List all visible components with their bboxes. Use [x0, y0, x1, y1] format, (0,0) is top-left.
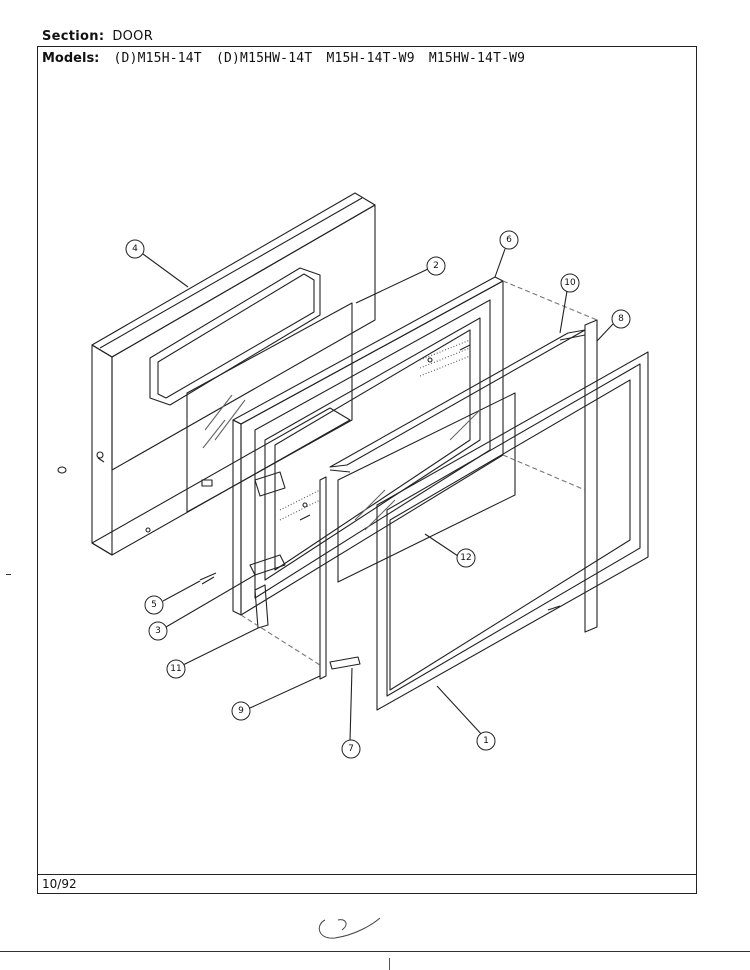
callout-6-label: 6 — [506, 235, 512, 245]
footer-date: 10/92 — [42, 877, 77, 891]
bracket-drawing — [249, 471, 286, 629]
callout-3: 3 — [148, 621, 168, 641]
outer-panel-drawing — [91, 192, 376, 556]
callout-11: 11 — [166, 659, 186, 679]
callout-1-label: 1 — [483, 736, 489, 746]
section-value: DOOR — [112, 29, 154, 44]
leader-lines — [142, 248, 614, 742]
model-4: M15HW-14T-W9 — [428, 51, 526, 66]
callout-7: 7 — [341, 739, 361, 759]
callout-5: 5 — [144, 595, 164, 615]
screw-drawing — [199, 572, 217, 585]
handwritten-mark — [318, 917, 381, 939]
bottom-tick-mark — [389, 958, 390, 970]
side-trim-drawing — [584, 319, 598, 633]
callout-7-label: 7 — [348, 744, 354, 754]
bottom-channel-drawing — [329, 656, 361, 670]
models-line: Models: (D)M15H-14T (D)M15HW-14T M15H-14… — [42, 51, 525, 66]
callout-12: 12 — [456, 548, 476, 568]
callout-1: 1 — [476, 731, 496, 751]
side-strip-drawing — [319, 476, 327, 680]
liner-frame-drawing — [376, 351, 649, 711]
top-channel-drawing — [329, 329, 586, 473]
model-2: (D)M15HW-14T — [215, 51, 313, 66]
callout-10: 10 — [560, 273, 580, 293]
callout-6: 6 — [499, 230, 519, 250]
glass-2-drawing — [186, 302, 353, 513]
callout-10-label: 10 — [564, 278, 576, 288]
callout-4: 4 — [125, 239, 145, 259]
callout-8: 8 — [611, 309, 631, 329]
callout-5-label: 5 — [151, 600, 157, 610]
section-label: Section: — [42, 29, 105, 44]
callout-11-label: 11 — [170, 664, 181, 674]
callout-2: 2 — [426, 256, 446, 276]
page-bottom-rule — [0, 951, 750, 952]
models-label: Models: — [42, 51, 100, 66]
model-1: (D)M15H-14T — [113, 51, 202, 66]
window-glass-drawing — [337, 392, 516, 583]
small-screw-drawing — [57, 466, 67, 474]
callout-9: 9 — [231, 701, 251, 721]
callout-4-label: 4 — [132, 244, 138, 254]
assembly-lines — [240, 280, 598, 666]
model-3: M15H-14T-W9 — [326, 51, 415, 66]
margin-dash — [6, 574, 11, 575]
callout-9-label: 9 — [238, 706, 244, 716]
callouts: 4 2 6 10 8 12 5 3 — [125, 230, 631, 759]
diagram-frame — [37, 46, 697, 894]
footer-divider — [37, 874, 697, 875]
section-heading: Section: DOOR — [42, 29, 153, 44]
callout-3-label: 3 — [155, 626, 161, 636]
callout-2-label: 2 — [433, 261, 439, 271]
callout-8-label: 8 — [618, 314, 624, 324]
callout-12-label: 12 — [460, 553, 471, 563]
